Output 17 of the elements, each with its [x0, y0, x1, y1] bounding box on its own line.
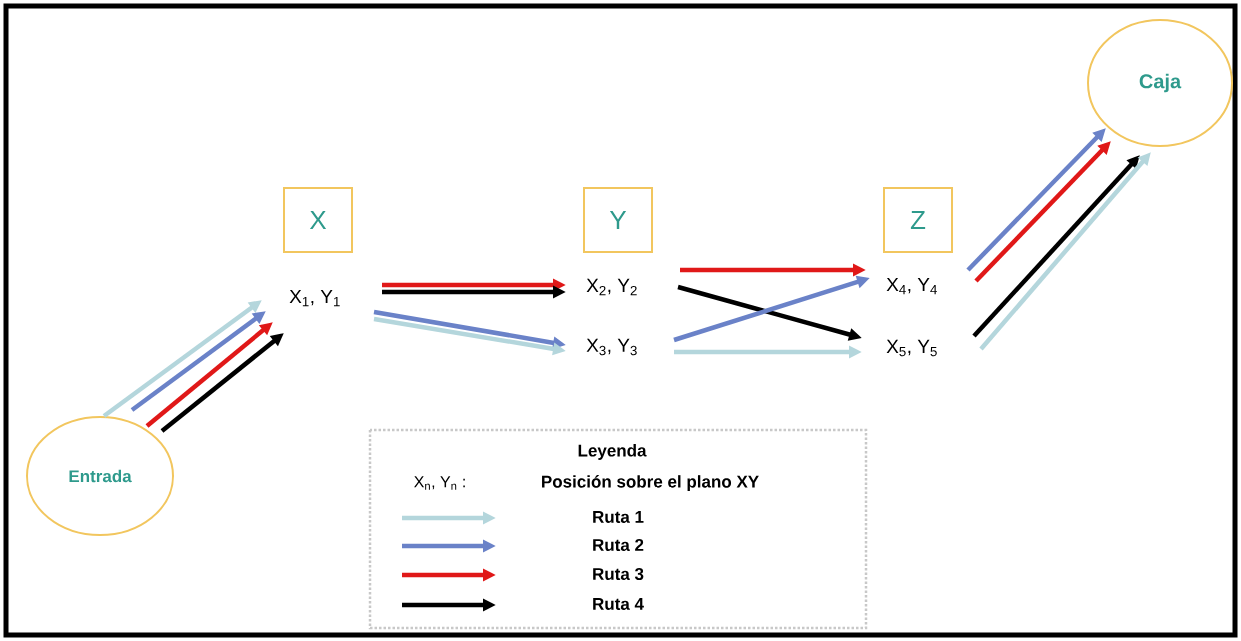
- axis-box: X: [283, 187, 353, 253]
- legend-text: Leyenda: [578, 444, 647, 460]
- legend-label: Ruta 4: [593, 598, 644, 610]
- legend-label: Ruta 3: [593, 568, 644, 581]
- legend-label: Ruta 1: [593, 511, 644, 523]
- position-label: X$_{3}$, Y$_{3}$: [586, 338, 637, 356]
- legend-label: Ruta 2: [593, 539, 644, 552]
- circle-node: Entrada: [26, 416, 174, 536]
- position-label: X$_{2}$, Y$_{2}$: [586, 278, 637, 296]
- legend-text: X$_{n}$, Y$_{n}$ :: [414, 476, 465, 490]
- position-label: X$_{5}$, Y$_{5}$: [886, 339, 937, 357]
- circle-node: Caja: [1087, 19, 1233, 147]
- axis-box: Z: [883, 187, 953, 253]
- axis-box: Y: [583, 187, 653, 253]
- legend-text: Posición sobre el plano XY: [542, 475, 759, 491]
- position-label: X$_{1}$, Y$_{1}$: [289, 289, 340, 307]
- position-label: X$_{4}$, Y$_{4}$: [886, 277, 937, 295]
